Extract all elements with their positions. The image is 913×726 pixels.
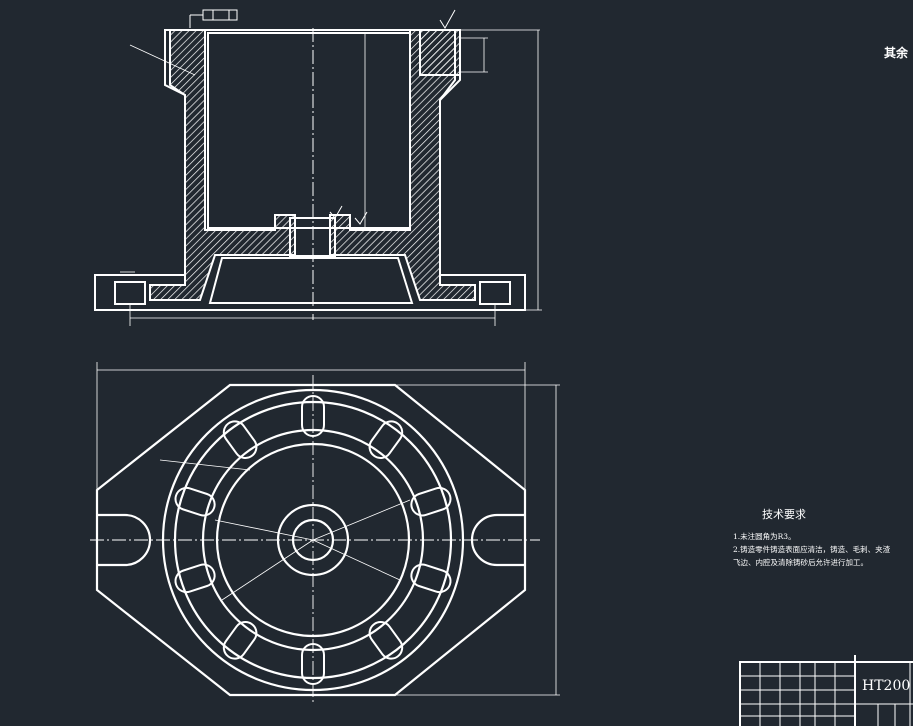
radial-dimensions <box>159 459 411 601</box>
roughness-symbols <box>329 9 456 225</box>
material-label: HT200 <box>862 678 911 694</box>
front-dimensions <box>120 29 542 326</box>
roughness-note: 其余 <box>884 46 909 60</box>
base-cone <box>208 257 414 304</box>
front-section-view <box>94 9 542 326</box>
technical-requirement-item: 2.铸造零件铸造表面应清洁，铸造、毛刺、夹渣 <box>733 545 891 554</box>
left-bolt-hole <box>114 281 146 305</box>
left-slot <box>97 513 152 567</box>
right-bolt-hole <box>479 281 511 305</box>
plan-dimensions <box>96 362 560 696</box>
right-wall-section <box>329 29 476 301</box>
inner-bore <box>207 32 411 229</box>
plan-centerlines <box>90 375 540 705</box>
top-right-flange-block <box>419 29 461 76</box>
technical-requirements-title: 技术要求 <box>762 508 806 521</box>
technical-requirement-item: 飞边、内腔及清除铸砂后允许进行加工。 <box>733 558 868 567</box>
technical-requirement-item: 1.未注圆角为R3。 <box>733 532 796 541</box>
top-plan-view <box>90 362 560 705</box>
tolerance-frame <box>189 9 238 28</box>
title-block <box>739 655 913 726</box>
